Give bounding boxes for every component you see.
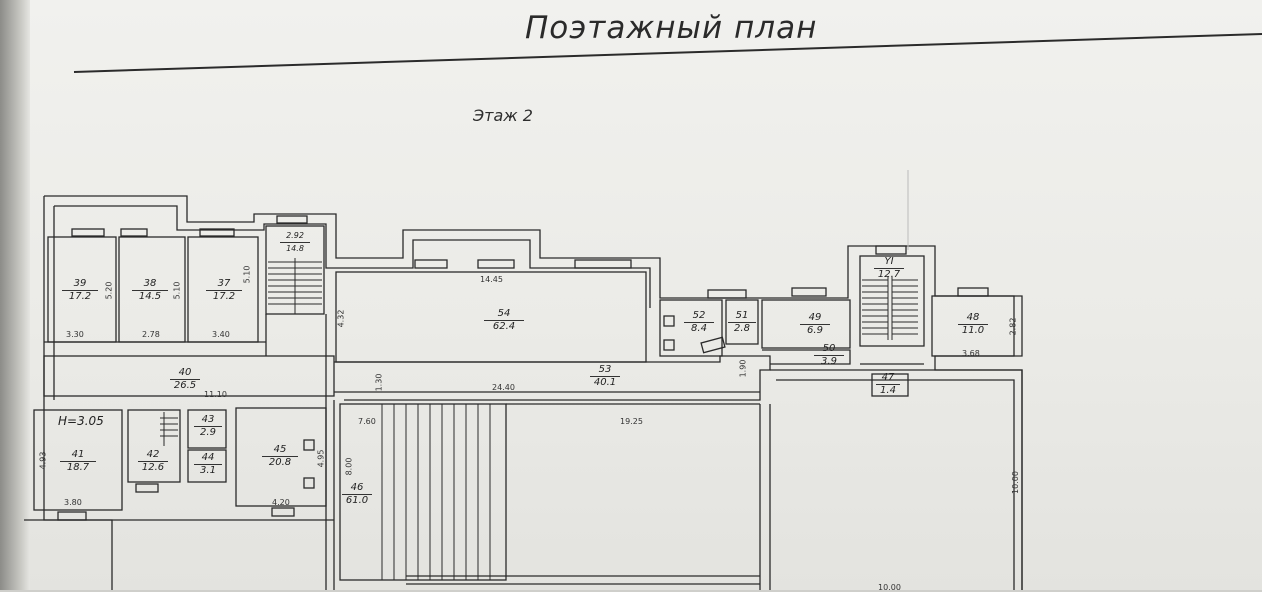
dimension: 3.40 — [212, 330, 230, 339]
room-42 — [127, 409, 181, 483]
room-47 — [871, 373, 909, 397]
room-43 — [187, 409, 227, 449]
title-underline — [73, 33, 1262, 73]
corridor-53 — [334, 355, 771, 401]
hall-right-inner — [776, 379, 1015, 590]
inner-wall-top — [54, 205, 651, 308]
dimension: 5.10 — [242, 265, 252, 284]
stair-block-2 — [859, 255, 925, 347]
window — [71, 228, 105, 237]
dimension: 3.80 — [64, 498, 82, 507]
window — [875, 245, 907, 255]
window — [276, 215, 308, 224]
room-49 — [761, 299, 851, 349]
dimension: 10.00 — [1010, 471, 1020, 494]
dimension: 10.00 — [878, 583, 901, 592]
window — [135, 483, 159, 493]
window — [574, 259, 632, 269]
window — [57, 511, 87, 521]
dimension: 2.82 — [1008, 317, 1018, 336]
paper-edge-shadow — [0, 0, 30, 590]
dimension: 8.00 — [344, 457, 354, 476]
dimension: 4.32 — [336, 309, 346, 328]
room-44 — [187, 449, 227, 483]
window — [199, 228, 235, 237]
dimension: 1.90 — [738, 359, 748, 378]
window — [414, 259, 448, 269]
hall-right-outer — [770, 369, 1023, 590]
dimension: 11.10 — [204, 390, 227, 399]
dimension: 4.95 — [316, 449, 326, 468]
window — [477, 259, 515, 269]
dimension: 4.93 — [38, 451, 48, 470]
dimension: 7.60 — [358, 417, 376, 426]
dimension: 19.25 — [620, 417, 643, 426]
window — [120, 228, 148, 237]
window — [271, 507, 295, 517]
corridor-40-bound — [43, 355, 335, 397]
dimension: 14.45 — [480, 275, 503, 284]
height-note: H=3.05 — [58, 414, 104, 428]
dimension: 2.78 — [142, 330, 160, 339]
room-41 — [33, 409, 123, 511]
dimension: 5.10 — [172, 281, 182, 300]
window — [791, 287, 827, 297]
room-46 — [339, 403, 507, 581]
dimension: 1.30 — [374, 373, 384, 392]
dimension: 24.40 — [492, 383, 515, 392]
floor-label: Этаж 2 — [473, 106, 533, 125]
dimension: 3.30 — [66, 330, 84, 339]
room-50 — [762, 349, 851, 365]
dimension: 3.68 — [962, 349, 980, 358]
room-52 — [659, 299, 723, 357]
dimension: 4.20 — [272, 498, 290, 507]
window — [957, 287, 989, 297]
room-51 — [725, 299, 759, 345]
dimension: 5.20 — [104, 281, 114, 300]
plan-title: Поэтажный план — [525, 10, 818, 46]
window — [707, 289, 747, 299]
